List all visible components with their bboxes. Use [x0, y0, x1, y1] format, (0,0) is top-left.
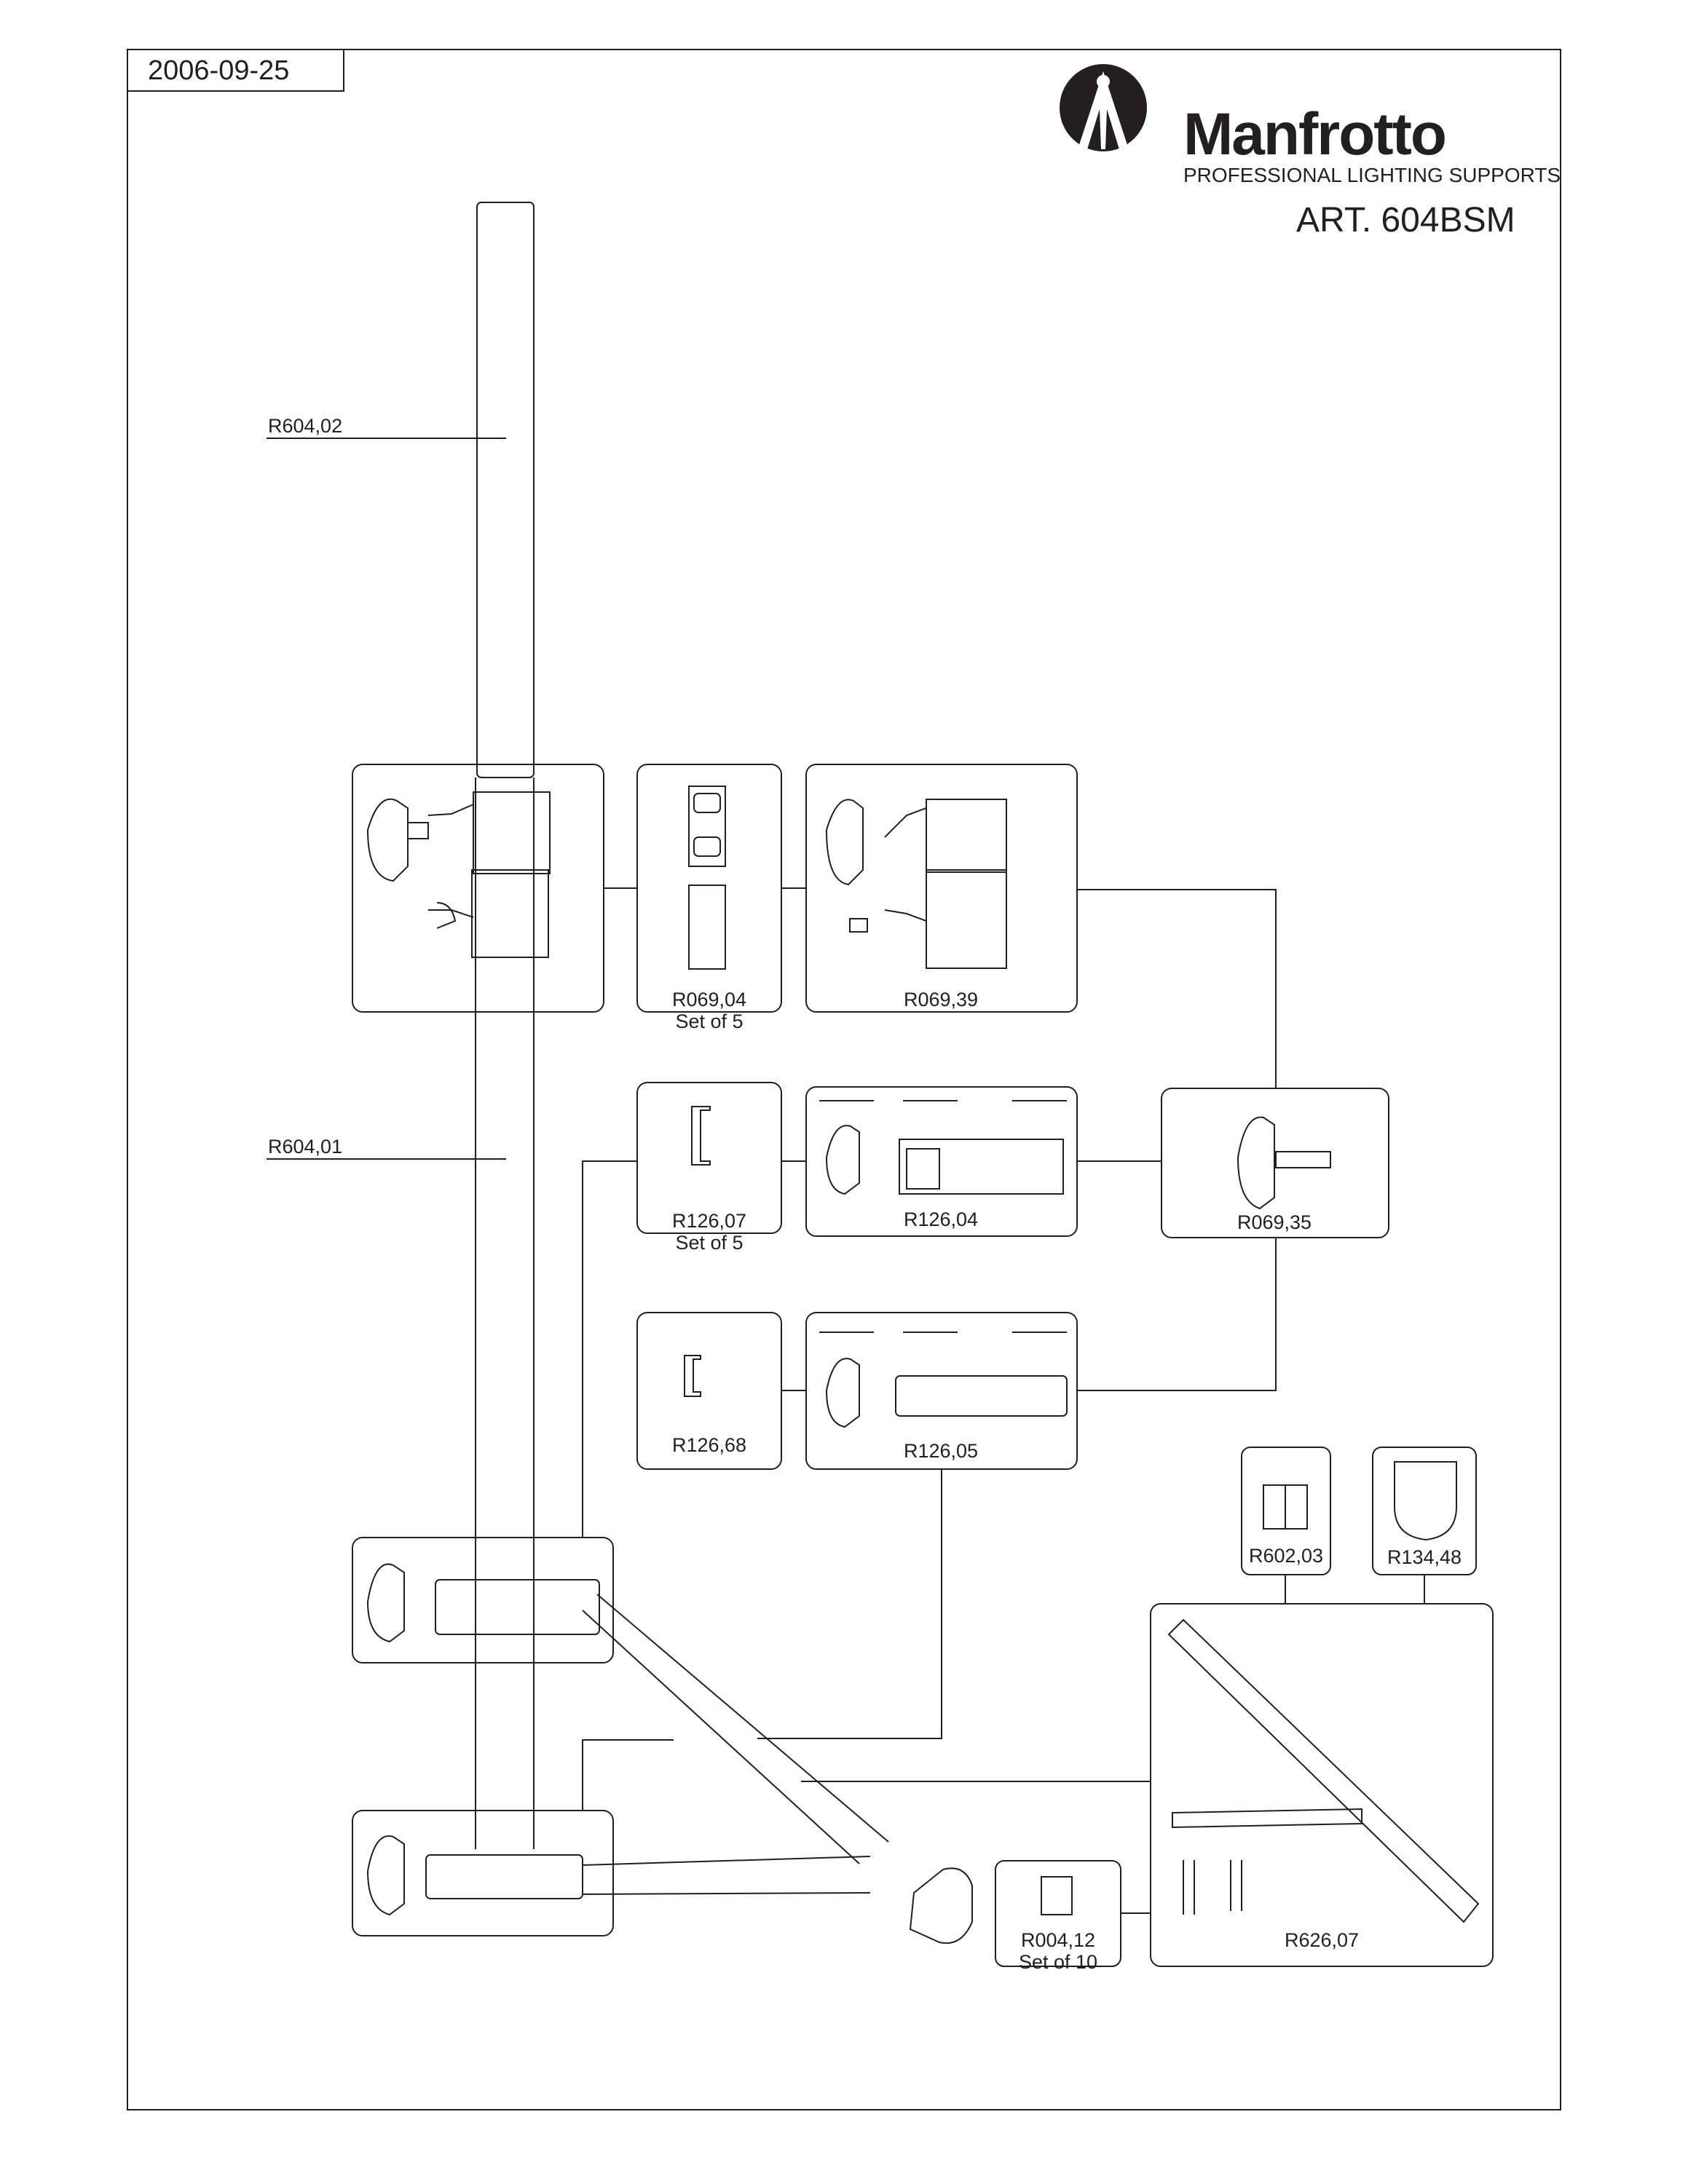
part-code: R069,04 — [671, 989, 747, 1010]
part-code: R126,05 — [903, 1440, 979, 1462]
part-code: R602,03 — [1248, 1545, 1324, 1567]
manfrotto-logo-icon — [1060, 64, 1147, 151]
connector — [757, 1469, 942, 1739]
main-column — [475, 202, 535, 1849]
date-stamp: 2006-09-25 — [127, 50, 344, 92]
connector — [1077, 1238, 1277, 1391]
top-clamp-assembly — [352, 764, 604, 1013]
r069-39-part — [805, 764, 1078, 1013]
r126-07-part — [636, 1082, 782, 1234]
part-code: R069,39 — [903, 989, 979, 1010]
brand-tagline: PROFESSIONAL LIGHTING SUPPORTS — [1183, 164, 1561, 186]
part-note: Set of 10 — [1018, 1951, 1098, 1973]
part-code: R134,48 — [1387, 1546, 1462, 1568]
callout-upper-tube: R604,02 — [268, 415, 343, 437]
part-code: R626,07 — [1284, 1929, 1360, 1951]
connector — [582, 1160, 637, 1538]
bottom-leg-clamp — [352, 1810, 614, 1936]
part-note: Set of 5 — [675, 1010, 744, 1032]
article-number: ART. 604BSM — [1296, 201, 1515, 240]
connector — [1077, 889, 1277, 1088]
callout-lower-tube: R604,01 — [268, 1136, 343, 1158]
r626-07-part — [1150, 1603, 1494, 1967]
part-code: R004,12 — [1020, 1929, 1096, 1951]
r069-04-part — [636, 764, 782, 1013]
part-note: Set of 5 — [675, 1232, 744, 1254]
middle-leg-clamp — [352, 1537, 614, 1663]
page-frame — [127, 49, 1561, 2110]
leg-struts — [582, 1594, 1151, 1944]
part-code: R069,35 — [1237, 1211, 1312, 1233]
part-code: R126,04 — [903, 1208, 979, 1230]
part-code: R126,68 — [671, 1434, 747, 1456]
brand-name: Manfrotto — [1183, 101, 1447, 167]
part-code: R126,07 — [671, 1210, 747, 1232]
